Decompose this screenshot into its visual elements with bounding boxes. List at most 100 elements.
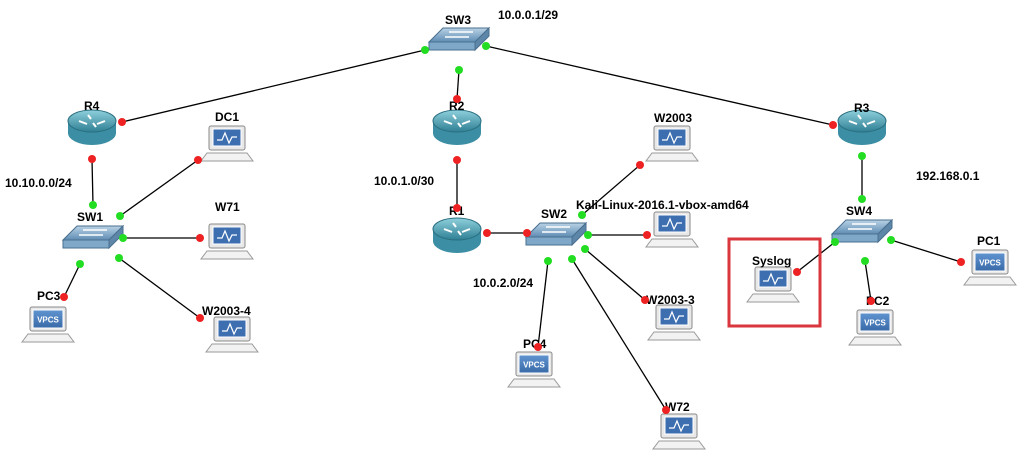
link-sw3-r3[interactable] [485, 45, 834, 126]
network-label-sw2: 10.0.2.0/24 [473, 276, 533, 290]
network-label-r2r1: 10.0.1.0/30 [374, 174, 434, 188]
port-status-down [483, 229, 491, 237]
node-sw3[interactable]: SW3 [427, 13, 491, 52]
link-sw2-w2003[interactable] [581, 164, 641, 216]
node-label: W2003-3 [646, 293, 695, 307]
node-label: DC1 [215, 110, 239, 124]
node-r2[interactable]: R2 [432, 99, 482, 145]
node-w71[interactable]: W71 [200, 200, 254, 260]
node-label: Syslog [752, 254, 791, 268]
ports-layer [60, 42, 965, 414]
node-w2003[interactable]: W2003 [645, 111, 699, 162]
node-r1[interactable]: R1 [432, 204, 482, 253]
port-status-up [119, 234, 127, 242]
port-status-down [196, 234, 204, 242]
router-icon [67, 109, 117, 145]
link-r4-sw1[interactable] [91, 158, 94, 206]
port-status-down [453, 204, 461, 212]
vpcs-screen-text: VPCS [979, 259, 1001, 268]
port-status-up [887, 236, 895, 244]
switch-icon [427, 26, 491, 52]
port-status-down [867, 297, 875, 305]
link-sw2-w2003_3[interactable] [584, 248, 646, 301]
host-icon [652, 413, 706, 450]
node-label: SW2 [541, 207, 567, 221]
switch-icon [830, 218, 894, 244]
port-status-down [636, 161, 644, 169]
node-label: W71 [215, 200, 240, 214]
node-dc1[interactable]: DC1 [200, 110, 254, 162]
host-icon [746, 266, 800, 303]
port-status-up [584, 231, 592, 239]
node-label: W2003 [654, 111, 692, 125]
node-kali[interactable]: Kali-Linux-2016.1-vbox-amd64 [576, 198, 749, 248]
node-r3[interactable]: R3 [837, 101, 887, 145]
vpcs-icon: VPCS [507, 351, 561, 388]
node-syslog[interactable]: Syslog [746, 254, 800, 303]
node-r4[interactable]: R4 [67, 99, 117, 145]
node-w72[interactable]: W72 [652, 400, 706, 450]
network-label-r4: 10.10.0.0/24 [5, 176, 72, 190]
node-label: R4 [84, 99, 100, 113]
port-status-down [957, 258, 965, 266]
port-status-down [641, 296, 649, 304]
node-w2003-4[interactable]: W2003-4 [202, 304, 259, 353]
link-sw1-pc3[interactable] [63, 263, 81, 298]
port-status-up [858, 195, 866, 203]
link-sw1-w2003_4[interactable] [118, 257, 201, 319]
port-status-down [523, 229, 531, 237]
port-status-up [568, 255, 576, 263]
port-status-down [118, 118, 126, 126]
link-sw4-syslog[interactable] [796, 241, 836, 273]
link-sw4-pc2[interactable] [864, 260, 872, 302]
port-status-up [831, 238, 839, 246]
link-sw3-r4[interactable] [121, 49, 426, 123]
port-status-down [60, 293, 68, 301]
node-label: R3 [854, 101, 870, 115]
nodes-layer: SW3R4R2R3R1SW1SW2SW4DC1W71W2003-4VPCSPC3… [21, 13, 1017, 450]
node-sw1[interactable]: SW1 [61, 210, 125, 250]
node-w2003-3[interactable]: W2003-3 [646, 293, 701, 341]
switch-icon [524, 221, 588, 247]
node-label: SW3 [445, 13, 471, 27]
vpcs-screen-text: VPCS [37, 316, 59, 325]
vpcs-icon: VPCS [848, 309, 902, 346]
links-layer [63, 45, 962, 411]
link-sw3-r2[interactable] [456, 69, 460, 100]
node-label: SW1 [77, 210, 103, 224]
link-sw4-pc1[interactable] [890, 239, 962, 263]
node-pc3[interactable]: VPCS PC3 [21, 289, 75, 343]
port-status-up [455, 66, 463, 74]
port-status-down [793, 268, 801, 276]
node-sw2[interactable]: SW2 [524, 207, 588, 247]
port-status-up [482, 42, 490, 50]
port-status-up [858, 152, 866, 160]
port-status-up [861, 257, 869, 265]
router-icon [432, 217, 482, 253]
port-status-up [544, 257, 552, 265]
port-status-up [76, 260, 84, 268]
network-label-r3: 192.168.0.1 [916, 169, 980, 183]
link-sw2-w72[interactable] [571, 258, 667, 411]
host-icon [647, 304, 701, 341]
link-sw2-pc4[interactable] [537, 260, 549, 348]
node-label: PC3 [37, 289, 61, 303]
port-status-down [453, 156, 461, 164]
port-status-up [578, 211, 586, 219]
node-label: SW4 [846, 204, 872, 218]
node-label: W2003-4 [202, 304, 251, 318]
port-status-up [581, 245, 589, 253]
host-icon [645, 211, 699, 248]
syslog-highlight-box [727, 237, 822, 328]
port-status-down [662, 406, 670, 414]
port-status-down [643, 231, 651, 239]
port-status-up [115, 254, 123, 262]
link-sw1-dc1[interactable] [119, 159, 199, 217]
host-icon [200, 223, 254, 260]
node-sw4[interactable]: SW4 [830, 204, 894, 244]
host-icon [200, 125, 254, 162]
port-status-down [88, 155, 96, 163]
